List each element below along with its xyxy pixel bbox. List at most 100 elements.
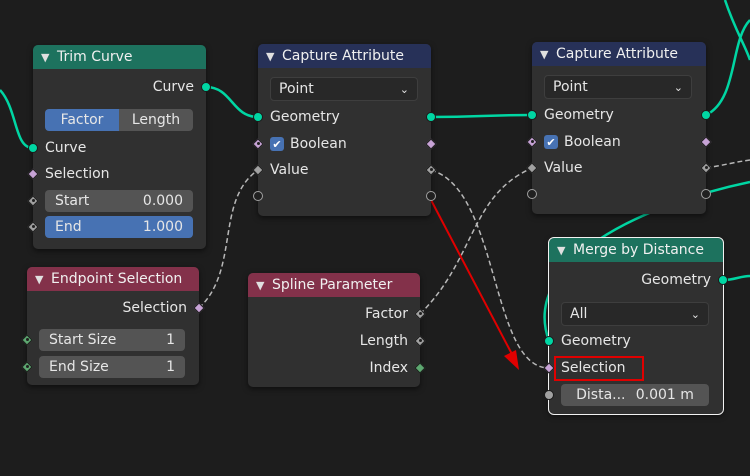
factor-label: Factor — [365, 306, 408, 322]
input-curve-label: Curve — [45, 140, 87, 156]
annotation-arrowhead — [504, 350, 519, 370]
merge-geometry-input-row: Geometry — [549, 328, 723, 354]
selection-highlight-box — [554, 356, 644, 381]
endpoint-selection-node[interactable]: ▼ Endpoint Selection Selection Start Siz… — [21, 267, 205, 385]
end-value: 1.000 — [142, 219, 183, 235]
capture2-geometry-row: Geometry — [532, 102, 706, 128]
merge-output-row: Geometry — [549, 267, 723, 293]
merge-by-distance-header[interactable]: ▼ Merge by Distance — [549, 238, 723, 262]
input-selection-label: Selection — [45, 166, 110, 182]
link-capture1-value-to-merge — [430, 169, 550, 369]
capture2-geometry-input-socket[interactable] — [527, 110, 537, 120]
merge-geometry-input-socket[interactable] — [544, 336, 554, 346]
geometry-label: Geometry — [270, 109, 340, 125]
mode-length-button[interactable]: Length — [119, 109, 193, 131]
start-socket-dot — [32, 199, 35, 202]
merge-mode-dropdown[interactable]: All ⌄ — [561, 302, 709, 326]
capture1-geometry-output-socket[interactable] — [426, 112, 436, 122]
domain-dropdown[interactable]: Point ⌄ — [270, 77, 418, 101]
end-size-value: 1 — [166, 359, 175, 375]
checkbox-checked-icon[interactable]: ✔ — [544, 135, 558, 149]
capture-attribute-1-header[interactable]: ▼ Capture Attribute — [258, 44, 431, 68]
spline-parameter-header[interactable]: ▼ Spline Parameter — [248, 273, 420, 297]
link-offscreen-to-trim-curve — [0, 89, 34, 150]
capture1-value-row: Value — [258, 157, 431, 183]
chevron-down-icon[interactable]: ▼ — [266, 49, 275, 63]
spline-parameter-title: Spline Parameter — [272, 277, 393, 293]
value-socket-dot — [705, 166, 708, 169]
merge-mode-value: All — [570, 306, 588, 322]
domain-dropdown[interactable]: Point ⌄ — [544, 75, 692, 99]
trim-curve-input-curve-row: Curve — [33, 135, 206, 161]
link-endpoint-to-capture1-value — [198, 169, 259, 309]
start-size-field[interactable]: Start Size 1 — [39, 329, 185, 351]
end-label: End — [55, 219, 82, 235]
checkbox-checked-icon[interactable]: ✔ — [270, 137, 284, 151]
value-label: Value — [544, 160, 583, 176]
capture-attribute-node-1[interactable]: ▼ Capture Attribute Point ⌄ Geometry ✔ B… — [252, 44, 437, 216]
start-field[interactable]: Start 0.000 — [45, 190, 193, 212]
capture-attribute-2-header[interactable]: ▼ Capture Attribute — [532, 42, 706, 66]
chevron-down-icon[interactable]: ▼ — [540, 47, 549, 61]
merge-geometry-output-socket[interactable] — [718, 275, 728, 285]
link-spline-to-capture2-value — [419, 167, 533, 315]
capture2-extension-output-socket[interactable] — [701, 189, 711, 199]
trim-curve-selection-row: Selection — [33, 161, 206, 187]
capture1-geometry-input-socket[interactable] — [253, 112, 263, 122]
start-size-value: 1 — [166, 332, 175, 348]
input-geometry-label: Geometry — [561, 333, 631, 349]
chevron-down-icon[interactable]: ▼ — [41, 50, 50, 64]
capture-attribute-2-title: Capture Attribute — [556, 46, 678, 62]
boolean-label: Boolean — [290, 136, 347, 152]
domain-value: Point — [553, 79, 588, 95]
end-size-field[interactable]: End Size 1 — [39, 356, 185, 378]
trim-curve-output-socket[interactable] — [201, 82, 211, 92]
output-selection-label: Selection — [122, 300, 187, 316]
distance-field[interactable]: Dista... 0.001 m — [561, 384, 709, 406]
chevron-down-icon: ⌄ — [690, 307, 700, 321]
trim-curve-header[interactable]: ▼ Trim Curve — [33, 45, 206, 69]
end-size-socket-dot — [26, 365, 29, 368]
boolean-label: Boolean — [564, 134, 621, 150]
link-capture2-value-out — [705, 159, 750, 169]
value-label: Value — [270, 162, 309, 178]
capture1-extension-output-socket[interactable] — [426, 191, 436, 201]
capture2-geometry-output-socket[interactable] — [701, 110, 711, 120]
merge-by-distance-title: Merge by Distance — [573, 242, 704, 258]
trim-curve-input-socket[interactable] — [28, 143, 38, 153]
boolean-socket-dot — [257, 142, 260, 145]
output-curve-label: Curve — [152, 79, 194, 95]
end-socket-dot — [32, 225, 35, 228]
index-label: Index — [369, 360, 408, 376]
merge-selection-row: Selection — [549, 355, 723, 381]
chevron-down-icon[interactable]: ▼ — [35, 272, 44, 286]
endpoint-selection-header[interactable]: ▼ Endpoint Selection — [27, 267, 199, 291]
chevron-down-icon: ⌄ — [673, 80, 683, 94]
merge-distance-input-socket[interactable] — [544, 390, 554, 400]
link-topright — [723, 0, 750, 61]
capture2-extension-input-socket[interactable] — [527, 189, 537, 199]
capture2-value-row: Value — [532, 155, 706, 181]
start-label: Start — [55, 193, 90, 209]
mode-factor-button[interactable]: Factor — [45, 109, 119, 131]
chevron-down-icon[interactable]: ▼ — [256, 278, 265, 292]
length-socket-dot — [419, 339, 422, 342]
link-capture1-to-capture2 — [430, 113, 533, 119]
trim-mode-toggle[interactable]: Factor Length — [45, 109, 193, 131]
capture-attribute-node-2[interactable]: ▼ Capture Attribute Point ⌄ Geometry ✔ B… — [526, 42, 712, 214]
trim-curve-node[interactable]: ▼ Trim Curve Curve Factor Length Curve S… — [27, 45, 211, 249]
end-field[interactable]: End 1.000 — [45, 216, 193, 238]
link-trim-to-capture1 — [205, 85, 259, 119]
capture1-extension-input-socket[interactable] — [253, 191, 263, 201]
spline-parameter-node[interactable]: ▼ Spline Parameter Factor Length Index — [248, 273, 426, 387]
boolean-socket-dot — [531, 140, 534, 143]
domain-value: Point — [279, 81, 314, 97]
output-geometry-label: Geometry — [641, 272, 711, 288]
merge-by-distance-node[interactable]: ▼ Merge by Distance Geometry All ⌄ Geome… — [543, 237, 728, 415]
trim-curve-title: Trim Curve — [57, 49, 133, 65]
chevron-down-icon[interactable]: ▼ — [557, 243, 566, 257]
length-label: Length — [359, 333, 408, 349]
capture1-geometry-row: Geometry — [258, 104, 431, 130]
chevron-down-icon: ⌄ — [399, 82, 409, 96]
capture1-boolean-row: ✔ Boolean — [258, 131, 431, 157]
